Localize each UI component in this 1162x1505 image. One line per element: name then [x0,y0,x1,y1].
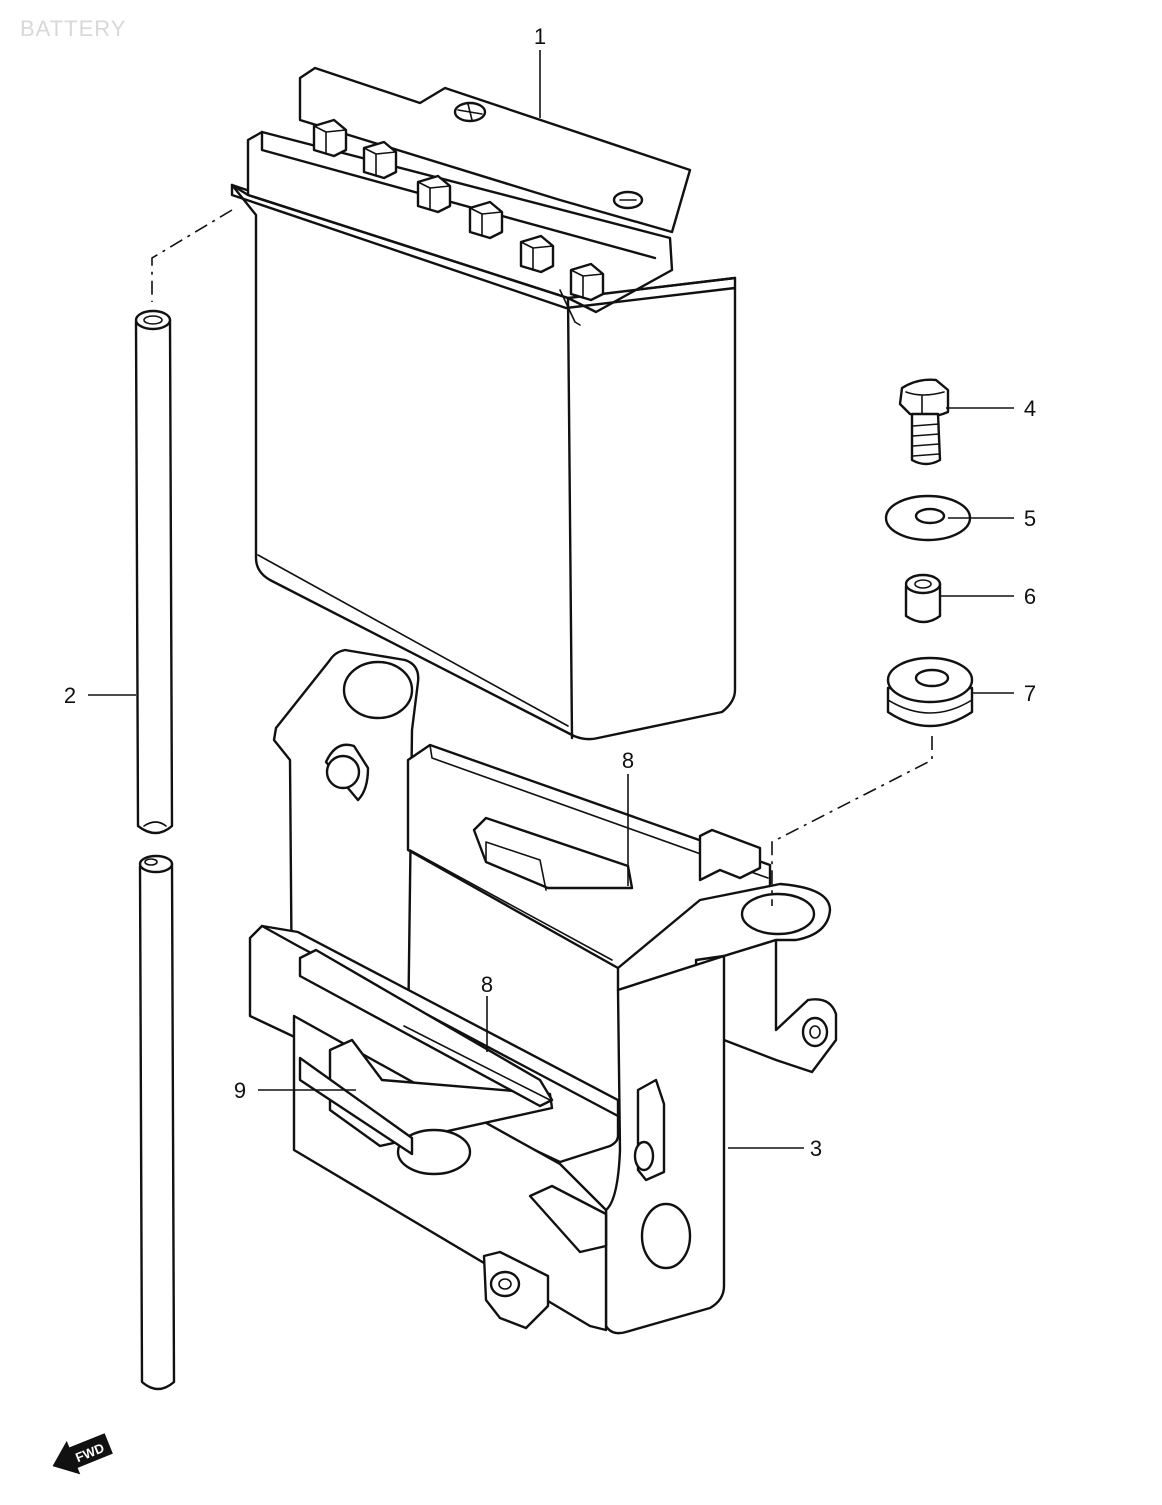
callout-8-upper: 8 [622,748,634,773]
spacer-part [904,573,942,624]
page-title: BATTERY [20,16,127,41]
callout-1: 1 [534,24,546,49]
callout-8-lower: 8 [481,972,493,997]
callout-6: 6 [1024,584,1036,609]
battery-holder-part [248,648,838,1335]
callout-3: 3 [810,1136,822,1161]
battery-part [230,66,737,741]
cushion-part [886,656,974,728]
callout-7: 7 [1024,681,1036,706]
callout-2: 2 [64,683,76,708]
bolt-part [898,378,950,466]
callout-4: 4 [1024,396,1036,421]
callout-9: 9 [234,1078,246,1103]
fwd-arrow-icon: FWD [52,1433,113,1475]
breather-hose-part [134,309,176,1391]
callout-5: 5 [1024,506,1036,531]
cell-caps [312,118,605,302]
